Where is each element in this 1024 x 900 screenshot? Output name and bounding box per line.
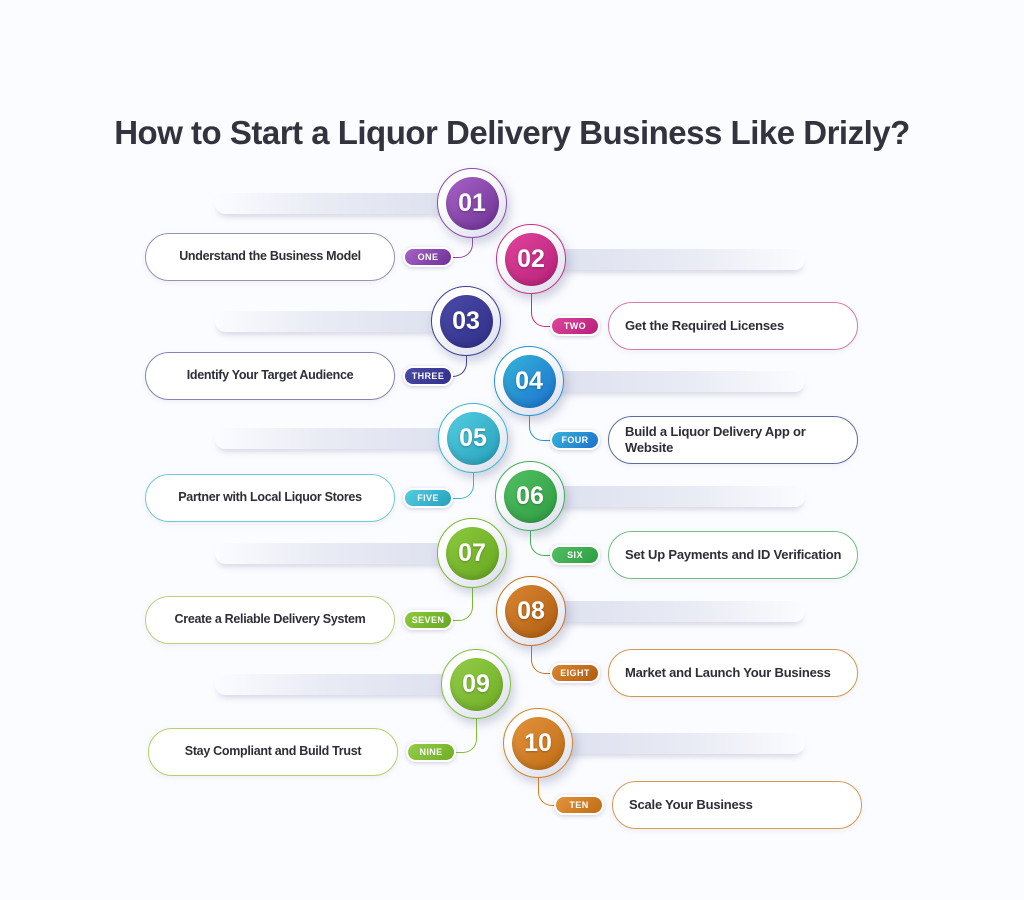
step-connector-line [530,529,553,556]
step-label-box: Partner with Local Liquor Stores [145,474,395,522]
step-tail [215,311,466,332]
step-number: 03 [439,294,493,348]
step-label-box: Get the Required Licenses [608,302,858,350]
step-word-pill: THREE [403,366,453,386]
step-circle: 07 [437,518,507,588]
step-tail [529,371,805,392]
step-circle: 10 [503,708,573,778]
step-connector-line [538,776,557,806]
step-label-box: Build a Liquor Delivery App or Website [608,416,858,464]
step-label: Understand the Business Model [179,249,361,264]
step-word-pill: FOUR [550,430,600,450]
step-label: Identify Your Target Audience [186,368,354,383]
step-label-box: Scale Your Business [612,781,862,829]
step-label: Stay Compliant and Build Trust [184,744,362,759]
step-word-pill: SIX [550,545,600,565]
step-word-pill: ONE [403,247,453,267]
step-number: 10 [511,716,565,770]
step-label: Build a Liquor Delivery App or Website [625,424,806,455]
step-tail [215,193,472,214]
step-connector-line [451,236,473,258]
step-word-pill: FIVE [403,488,453,508]
step-connector-line [531,292,553,327]
step-label-box: Market and Launch Your Business [608,649,858,697]
step-word-pill: TEN [554,795,604,815]
step-connector-line [531,644,553,674]
step-label-box: Set Up Payments and ID Verification [608,531,858,579]
step-label: Set Up Payments and ID Verification [625,547,842,563]
step-number: 07 [445,526,499,580]
step-tail [215,543,472,564]
step-connector-line [529,414,553,441]
step-circle: 06 [495,461,565,531]
step-word-pill: EIGHT [550,663,600,683]
step-number: 01 [445,176,499,230]
step-circle: 08 [496,576,566,646]
step-word-pill: SEVEN [403,610,453,630]
step-label: Market and Launch Your Business [625,665,831,681]
step-circle: 01 [437,168,507,238]
step-connector-line [451,354,467,377]
step-label-box: Understand the Business Model [145,233,395,281]
step-label: Create a Reliable Delivery System [174,612,366,627]
step-tail [531,601,805,622]
step-label-box: Stay Compliant and Build Trust [148,728,398,776]
page-title: How to Start a Liquor Delivery Business … [114,114,910,152]
step-word-pill: NINE [406,742,456,762]
step-label: Partner with Local Liquor Stores [178,490,362,505]
step-number: 04 [502,354,556,408]
step-tail [531,249,805,270]
step-number: 02 [504,232,558,286]
step-label: Get the Required Licenses [625,318,784,334]
step-circle: 05 [438,403,508,473]
step-tail [530,486,805,507]
step-circle: 03 [431,286,501,356]
step-number: 06 [503,469,557,523]
step-tail [215,674,476,695]
step-tail [215,428,473,449]
step-label-box: Create a Reliable Delivery System [145,596,395,644]
step-number: 09 [449,657,503,711]
step-number: 08 [504,584,558,638]
step-tail [538,733,805,754]
step-circle: 04 [494,346,564,416]
step-word-pill: TWO [550,316,600,336]
step-connector-line [454,717,477,753]
step-circle: 02 [496,224,566,294]
step-number: 05 [446,411,500,465]
step-label: Scale Your Business [629,797,753,813]
step-label-box: Identify Your Target Audience [145,352,395,400]
step-connector-line [451,586,473,621]
step-circle: 09 [441,649,511,719]
step-connector-line [451,471,474,499]
